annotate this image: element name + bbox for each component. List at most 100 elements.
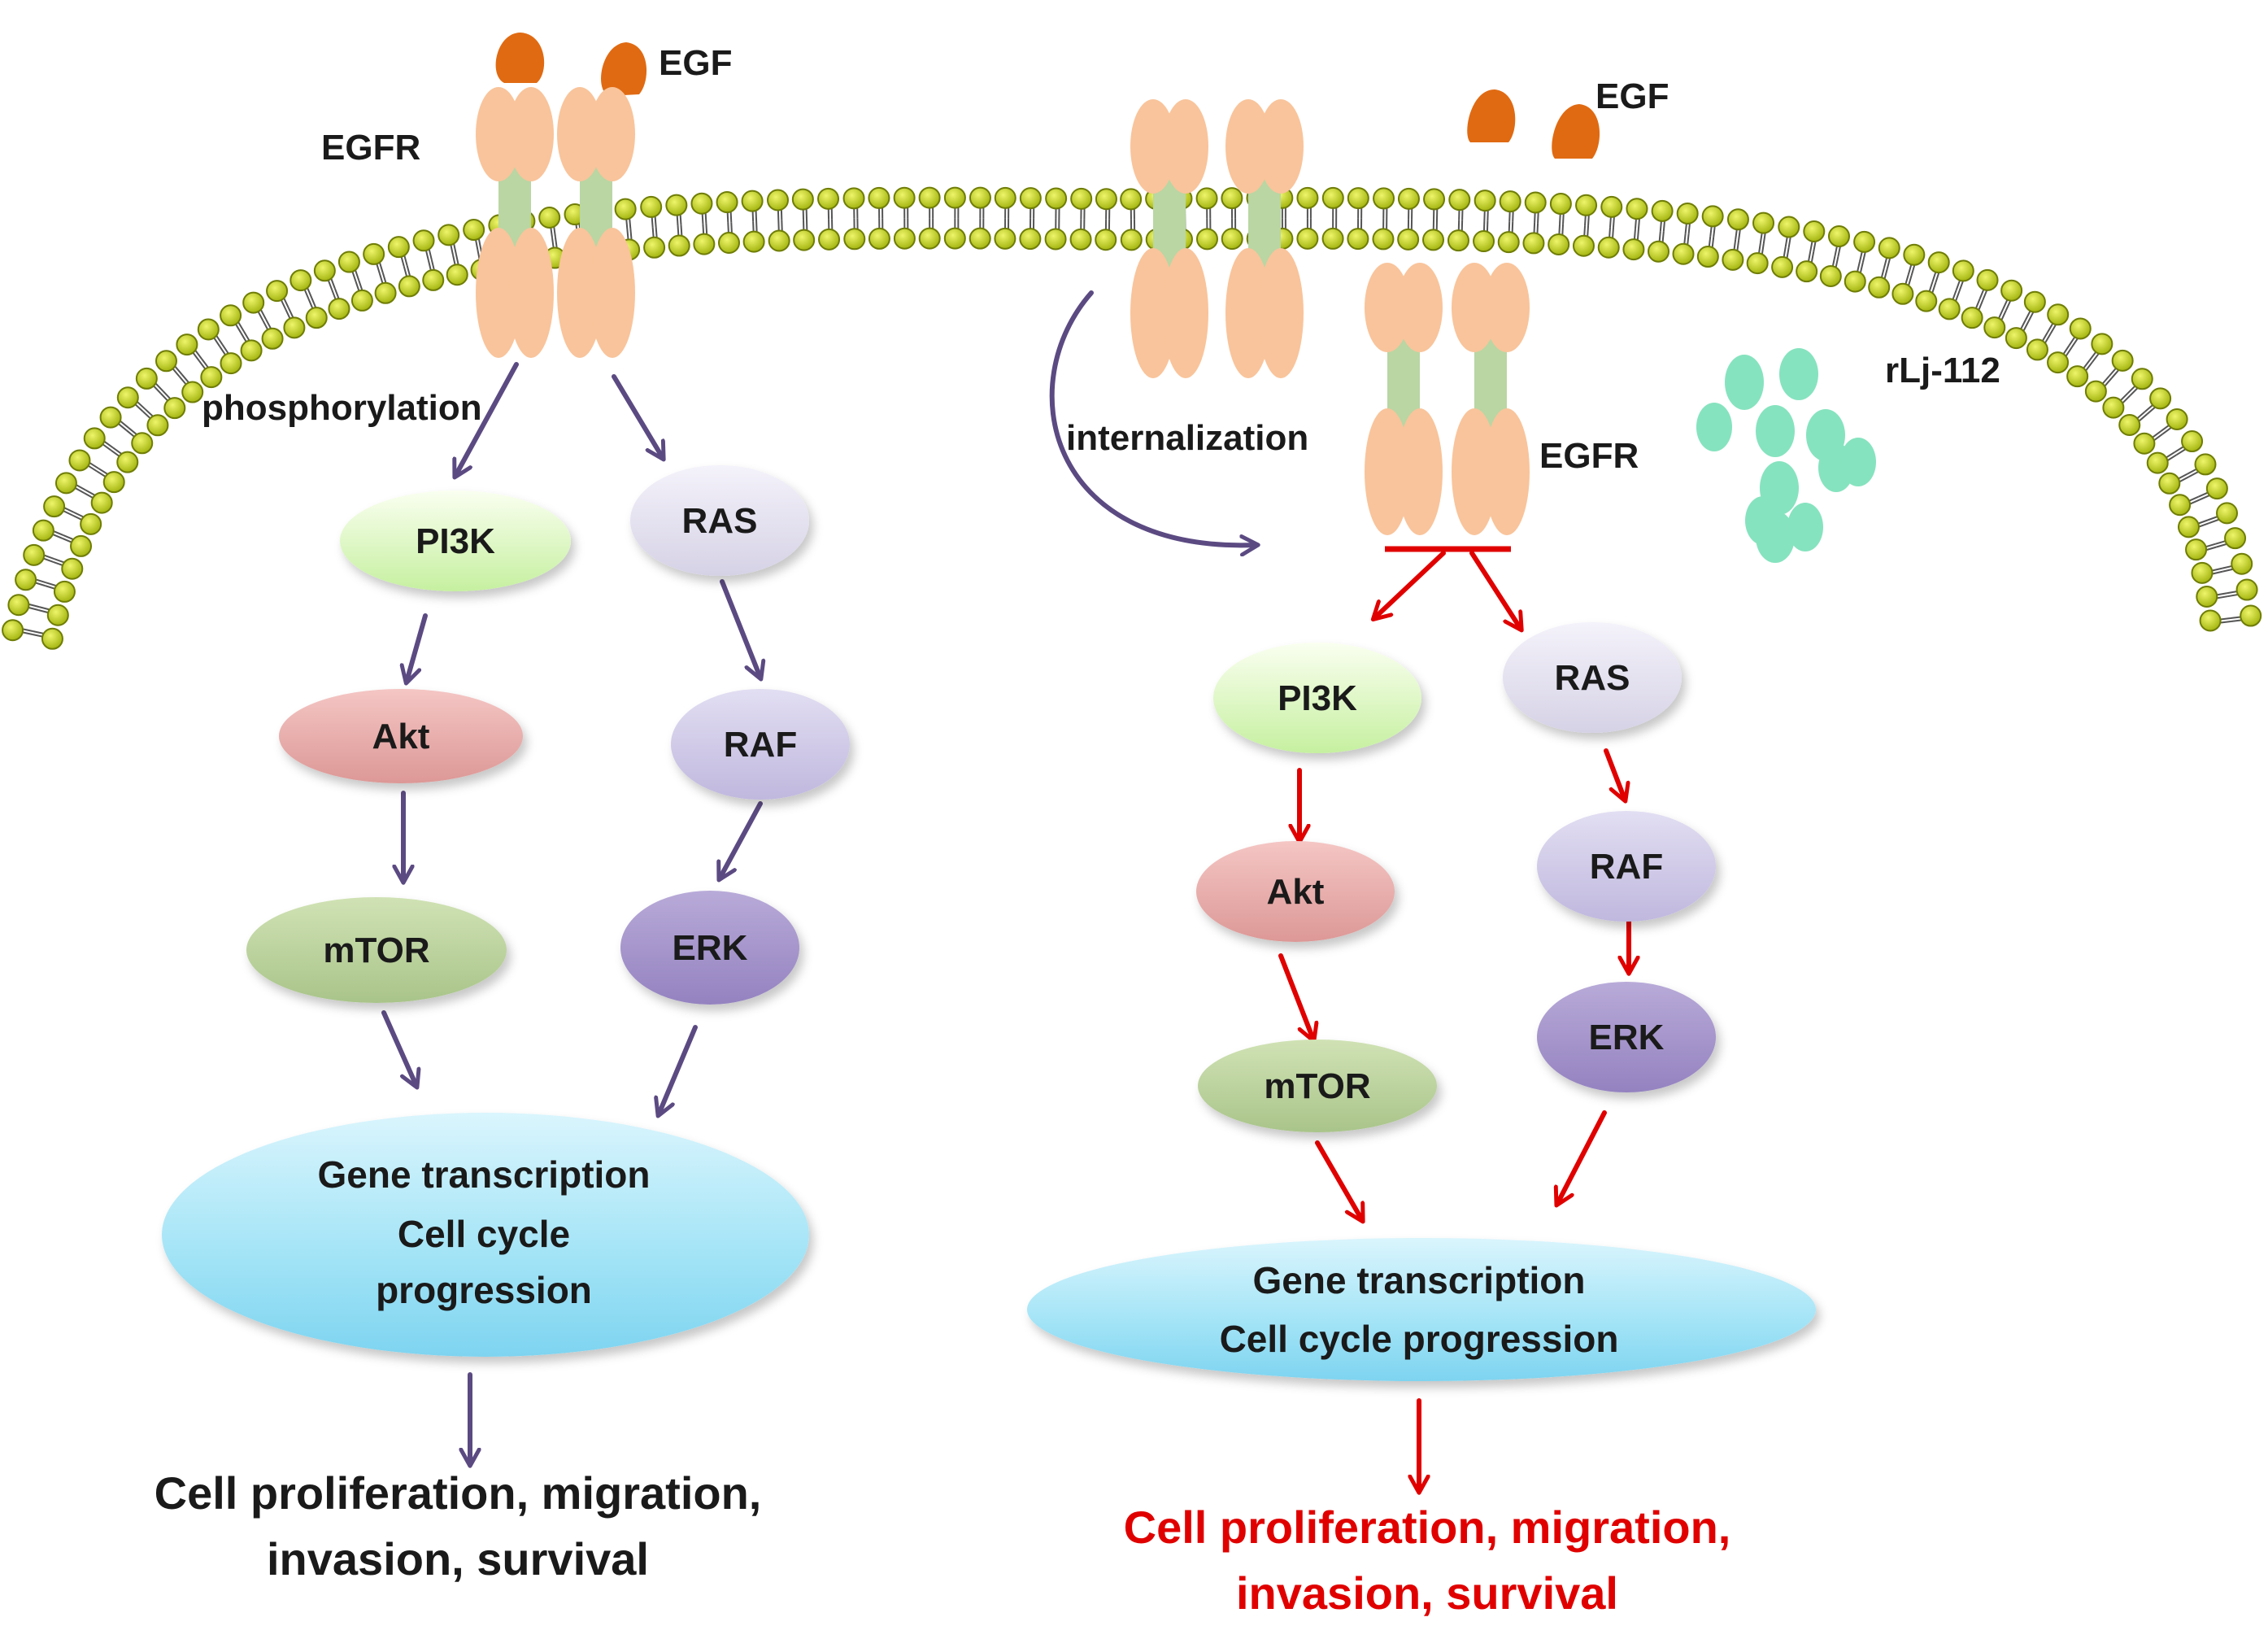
egf-ligands-right <box>1467 89 1600 159</box>
nucleus-line: Gene transcription <box>318 1153 651 1196</box>
lipid-head <box>2240 604 2262 627</box>
lipid-head <box>1778 216 1800 238</box>
arrow-egfr-to-ras <box>1469 551 1521 629</box>
lipid-head <box>220 304 242 327</box>
lipid-head <box>1726 208 1749 231</box>
lipid-head <box>1952 259 1974 282</box>
lipid-head <box>614 198 637 220</box>
lipid-head <box>868 186 890 209</box>
egf-label-right: EGF <box>1595 76 1669 116</box>
node-raf-right: RAF <box>1537 811 1716 922</box>
lipid-head <box>1397 228 1420 251</box>
lipid-head <box>1548 233 1570 255</box>
lipid-head <box>1221 187 1243 210</box>
rlj-112-label: rLj-112 <box>1885 351 2000 390</box>
node-erk-left: ERK <box>620 891 799 1005</box>
lipid-head <box>1938 298 1961 320</box>
lipid-head <box>690 192 713 215</box>
lipid-head <box>1423 188 1446 211</box>
lipid-head <box>1448 189 1471 211</box>
lipid-heads <box>2 186 2262 650</box>
lipid-head <box>742 230 765 253</box>
lipid-head <box>116 451 139 473</box>
lipid-head <box>2066 365 2089 388</box>
egf-ligand <box>495 33 545 83</box>
egfr-receptor <box>476 87 554 358</box>
egfr-receptor <box>1225 99 1304 378</box>
lipid-head <box>2023 290 2046 313</box>
lipid-head <box>54 472 77 495</box>
outcome-line: Cell proliferation, migration, <box>155 1467 762 1519</box>
lipid-head <box>131 432 154 455</box>
lipid-head <box>1819 264 1842 287</box>
lipid-head <box>1701 205 1724 228</box>
lipid-head <box>283 316 306 339</box>
lipid-head <box>1648 240 1670 263</box>
lipid-head <box>1796 260 1818 283</box>
lipid-head <box>15 569 37 591</box>
lipid-head <box>1927 251 1950 274</box>
lipid-head <box>1597 236 1620 259</box>
lipid-head <box>200 366 223 389</box>
lipid-head <box>943 186 966 209</box>
lipid-head <box>1524 191 1547 214</box>
node-label: RAF <box>1590 847 1663 887</box>
lipid-head <box>363 242 385 265</box>
lipid-head <box>261 327 284 350</box>
lipid-head <box>1622 238 1645 261</box>
egf-ligands-left <box>495 33 647 96</box>
lipid-head <box>41 627 63 650</box>
lipid-head <box>2231 552 2253 575</box>
lipid-head <box>1844 270 1866 293</box>
lipid-head <box>1983 316 2006 339</box>
lipid-head <box>1347 228 1369 251</box>
lipid-head <box>1296 227 1319 250</box>
cell-membrane <box>2 186 2262 650</box>
lipid-head <box>893 227 916 250</box>
lipid-head <box>693 233 716 255</box>
arrow-mtor-to-nucleus <box>1315 1140 1362 1220</box>
lipid-head <box>1575 194 1598 216</box>
node-pi3k-right: PI3K <box>1213 643 1421 753</box>
lipid-head <box>665 194 688 216</box>
arrow-erk-to-nucleus <box>659 1025 698 1114</box>
lipid-head <box>240 339 263 362</box>
outcome-line: invasion, survival <box>1236 1567 1618 1619</box>
lipid-head <box>741 190 764 212</box>
egf-ligand <box>601 42 647 96</box>
lipid-head <box>818 228 841 251</box>
lipid-head <box>969 186 991 209</box>
lipid-head <box>2102 396 2125 419</box>
lipid-head <box>843 228 866 251</box>
lipid-head <box>1803 220 1826 242</box>
lipid-head <box>2131 368 2153 390</box>
node-label: RAS <box>682 501 758 541</box>
lipid-head <box>768 229 790 252</box>
lipid-head <box>1722 248 1744 271</box>
lipid-head <box>350 289 373 312</box>
lipid-head <box>337 251 360 273</box>
lipid-head <box>1976 268 1999 291</box>
lipid-head <box>1853 230 1876 253</box>
node-label: Akt <box>372 717 430 756</box>
lipid-head <box>181 381 204 403</box>
arrow-raf-to-erk <box>720 801 763 878</box>
arrow-erk-to-nucleus <box>1557 1110 1607 1204</box>
arrow-mtor-to-nucleus <box>381 1010 416 1086</box>
nucleus-left: Gene transcription Cell cycle progressio… <box>162 1113 809 1357</box>
lipid-head <box>1095 188 1117 211</box>
lipid-head <box>2181 430 2204 453</box>
lipid-head <box>1827 225 1850 248</box>
lipid-head <box>2185 538 2208 561</box>
lipid-head <box>1397 187 1420 210</box>
egfr-dimer-membrane <box>1130 99 1304 378</box>
nucleus-line: Cell cycle progression <box>1220 1318 1619 1360</box>
lipid-head <box>943 227 966 250</box>
lipid-head <box>2133 432 2156 455</box>
lipid-head <box>2196 585 2218 608</box>
lipid-head <box>842 187 865 210</box>
node-ras-right: RAS <box>1503 622 1682 733</box>
lipid-head <box>1497 231 1520 254</box>
nucleus-line: Gene transcription <box>1253 1259 1586 1301</box>
lipid-head <box>1696 246 1719 268</box>
